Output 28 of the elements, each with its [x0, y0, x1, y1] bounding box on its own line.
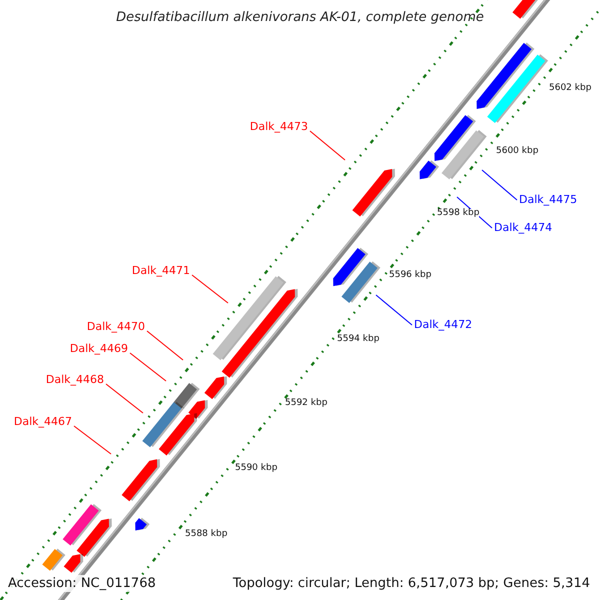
- tick-label: 5596 kbp: [389, 271, 432, 280]
- leader-line: [146, 330, 184, 360]
- gene-label: Dalk_4469: [70, 343, 128, 354]
- topology-text: Topology: circular; Length: 6,517,073 bp; Genes: 5,314: [232, 575, 590, 592]
- gene-label: Dalk_4473: [250, 121, 308, 132]
- tick-label: 5588 kbp: [185, 530, 228, 539]
- tick-label: 5594 kbp: [337, 335, 380, 344]
- leader-line: [310, 130, 346, 160]
- tick-label: 5602 kbp: [549, 84, 592, 93]
- gene-label: Dalk_4472: [414, 319, 472, 330]
- tick-label: 5590 kbp: [235, 464, 278, 473]
- gene-label: Dalk_4475: [519, 194, 578, 205]
- tick-label: 5600 kbp: [496, 147, 538, 156]
- gene-label: Dalk_4468: [46, 374, 104, 385]
- leader-line: [376, 294, 412, 326]
- title: Desulfatibacillum alkenivorans AK-01, complete genome: [115, 11, 485, 24]
- leader-line: [482, 170, 518, 201]
- accession-text: Accession: NC_011768: [8, 575, 156, 592]
- gene-label: Dalk_4470: [86, 321, 145, 332]
- leader-line: [130, 352, 166, 382]
- leader-line: [106, 384, 144, 414]
- tick-label: 5598 kbp: [437, 209, 480, 218]
- leader-line: [192, 274, 228, 304]
- leader-line: [74, 426, 112, 454]
- tick-label: 5592 kbp: [285, 399, 328, 408]
- gene-label: Dalk_4471: [132, 265, 190, 276]
- gene-label: Dalk_4467: [14, 416, 72, 427]
- gene-label: Dalk_4474: [494, 222, 552, 233]
